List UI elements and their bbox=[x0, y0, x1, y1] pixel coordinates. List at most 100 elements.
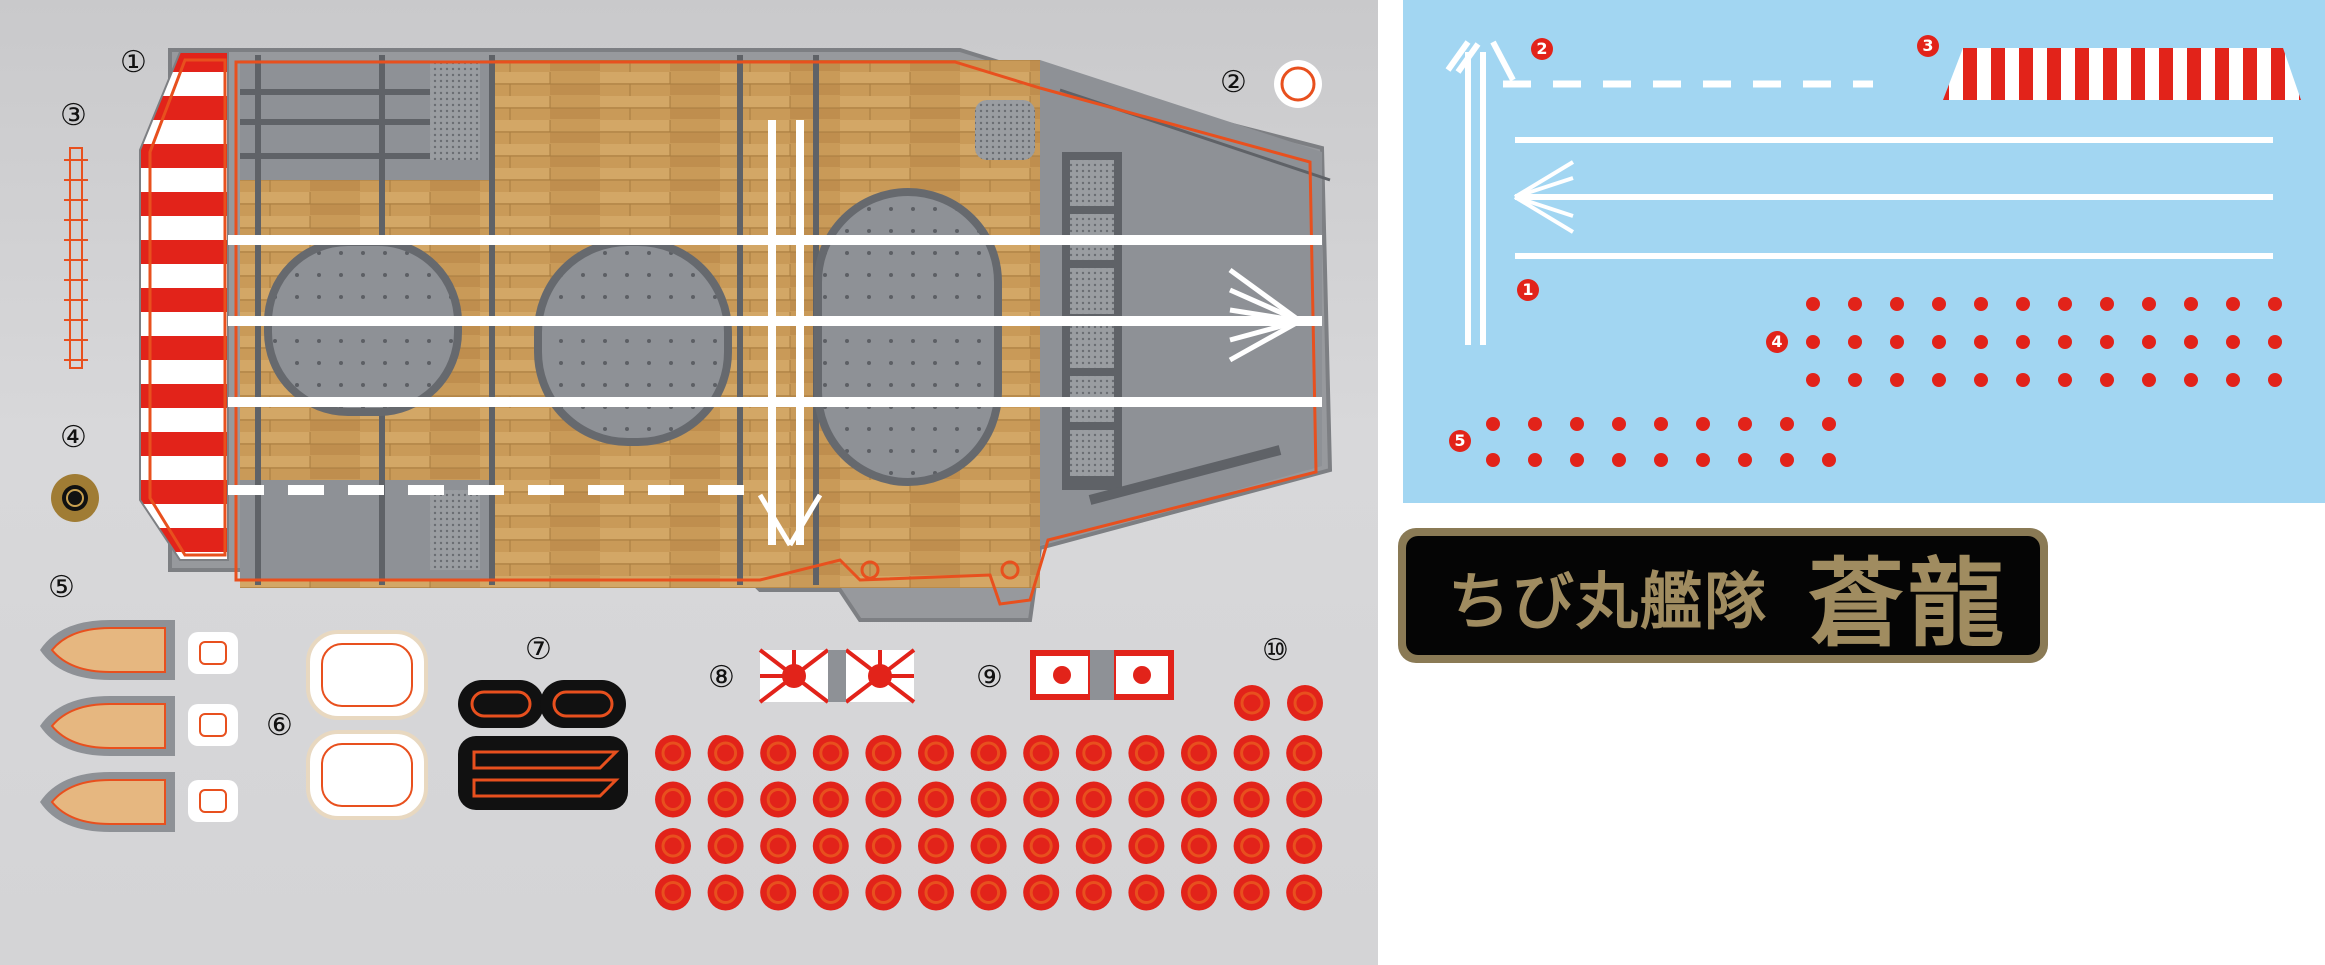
water-dot bbox=[2100, 373, 2114, 387]
roundel bbox=[1286, 874, 1323, 911]
water-label-4: 4 bbox=[1766, 331, 1788, 353]
roundel bbox=[655, 874, 691, 911]
roundel bbox=[1233, 781, 1270, 818]
roundel bbox=[970, 735, 1007, 771]
water-label-3: 3 bbox=[1917, 35, 1939, 57]
water-dot bbox=[1654, 453, 1668, 467]
label-3: ③ bbox=[60, 98, 87, 133]
water-dot bbox=[2016, 335, 2030, 349]
roundel bbox=[1128, 781, 1165, 818]
label-6: ⑥ bbox=[266, 708, 293, 743]
water-dot bbox=[1780, 453, 1794, 467]
roundel bbox=[1128, 828, 1165, 864]
roundel bbox=[1181, 874, 1217, 911]
roundel bbox=[812, 781, 849, 818]
decal-sheet: ① ② ③ ④ ⑤ ⑥ ⑦ ⑧ ⑨ ⑩ bbox=[0, 0, 1378, 965]
nameplate: ちび丸艦隊 蒼龍 bbox=[1398, 528, 2048, 663]
label-7: ⑦ bbox=[525, 632, 552, 667]
roundel bbox=[655, 828, 691, 864]
roundel bbox=[918, 735, 954, 771]
roundel bbox=[707, 781, 744, 818]
water-dot bbox=[1848, 335, 1862, 349]
water-label-2: 2 bbox=[1531, 38, 1553, 60]
roundel bbox=[1233, 828, 1270, 864]
water-dot bbox=[2100, 297, 2114, 311]
roundel bbox=[760, 781, 797, 818]
roundel bbox=[707, 735, 744, 771]
roundel bbox=[1233, 735, 1270, 771]
water-dot bbox=[2226, 373, 2240, 387]
roundel bbox=[655, 781, 691, 818]
water-dot bbox=[2226, 335, 2240, 349]
water-dot bbox=[1570, 453, 1584, 467]
roundel bbox=[918, 781, 954, 818]
label-5: ⑤ bbox=[48, 570, 75, 605]
roundel bbox=[1023, 781, 1060, 818]
water-decal-sheet: 2 3 1 4 5 bbox=[1403, 0, 2325, 503]
roundel bbox=[1233, 874, 1270, 911]
roundel bbox=[1286, 781, 1323, 818]
label-8: ⑧ bbox=[708, 660, 735, 695]
roundel bbox=[1075, 828, 1112, 864]
water-dot bbox=[1822, 453, 1836, 467]
water-dot bbox=[1570, 417, 1584, 431]
nameplate-inner: ちび丸艦隊 蒼龍 bbox=[1406, 536, 2040, 660]
water-dot bbox=[1780, 417, 1794, 431]
water-dot bbox=[2058, 373, 2072, 387]
label-1: ① bbox=[120, 45, 147, 80]
water-dot bbox=[2184, 297, 2198, 311]
roundel bbox=[1075, 874, 1112, 911]
water-dot bbox=[1612, 453, 1626, 467]
water-dot bbox=[1822, 417, 1836, 431]
roundel bbox=[970, 874, 1007, 911]
water-dot bbox=[2226, 297, 2240, 311]
water-dot bbox=[1848, 297, 1862, 311]
water-dot bbox=[1806, 297, 1820, 311]
roundel bbox=[1128, 735, 1165, 771]
water-dot bbox=[1932, 373, 1946, 387]
water-dot bbox=[1890, 297, 1904, 311]
water-dot bbox=[1974, 335, 1988, 349]
water-dot bbox=[1932, 335, 1946, 349]
water-dot bbox=[1806, 373, 1820, 387]
water-dot bbox=[2184, 335, 2198, 349]
roundel bbox=[1181, 781, 1217, 818]
water-dot bbox=[1974, 297, 1988, 311]
water-label-5: 5 bbox=[1449, 430, 1471, 452]
roundel bbox=[760, 735, 797, 771]
roundel bbox=[760, 828, 797, 864]
water-dot bbox=[2058, 297, 2072, 311]
roundel bbox=[707, 828, 744, 864]
roundel bbox=[970, 828, 1007, 864]
water-dot bbox=[2142, 373, 2156, 387]
water-dot bbox=[2016, 373, 2030, 387]
roundel bbox=[1023, 735, 1060, 771]
water-dot bbox=[1738, 453, 1752, 467]
water-dot bbox=[1528, 453, 1542, 467]
water-dot bbox=[1932, 297, 1946, 311]
water-dot bbox=[1486, 417, 1500, 431]
roundel-grid bbox=[655, 685, 1323, 911]
roundel bbox=[1075, 781, 1112, 818]
roundel bbox=[812, 828, 849, 864]
roundel bbox=[1286, 828, 1323, 864]
water-dot bbox=[2016, 297, 2030, 311]
water-dot bbox=[2268, 373, 2282, 387]
label-9: ⑨ bbox=[976, 660, 1003, 695]
roundel bbox=[1287, 685, 1323, 721]
water-dot bbox=[2100, 335, 2114, 349]
label-2: ② bbox=[1220, 65, 1247, 100]
roundel bbox=[1286, 735, 1323, 771]
roundel bbox=[1181, 828, 1217, 864]
roundel bbox=[865, 828, 902, 864]
roundel bbox=[1075, 735, 1112, 771]
water-dot bbox=[1848, 373, 1862, 387]
roundel bbox=[1128, 874, 1165, 911]
roundel bbox=[707, 874, 744, 911]
water-dot bbox=[1654, 417, 1668, 431]
water-dot bbox=[1890, 335, 1904, 349]
water-dot bbox=[2268, 335, 2282, 349]
water-decal-artwork bbox=[1445, 40, 2301, 467]
roundel bbox=[812, 735, 849, 771]
water-dot bbox=[1890, 373, 1904, 387]
